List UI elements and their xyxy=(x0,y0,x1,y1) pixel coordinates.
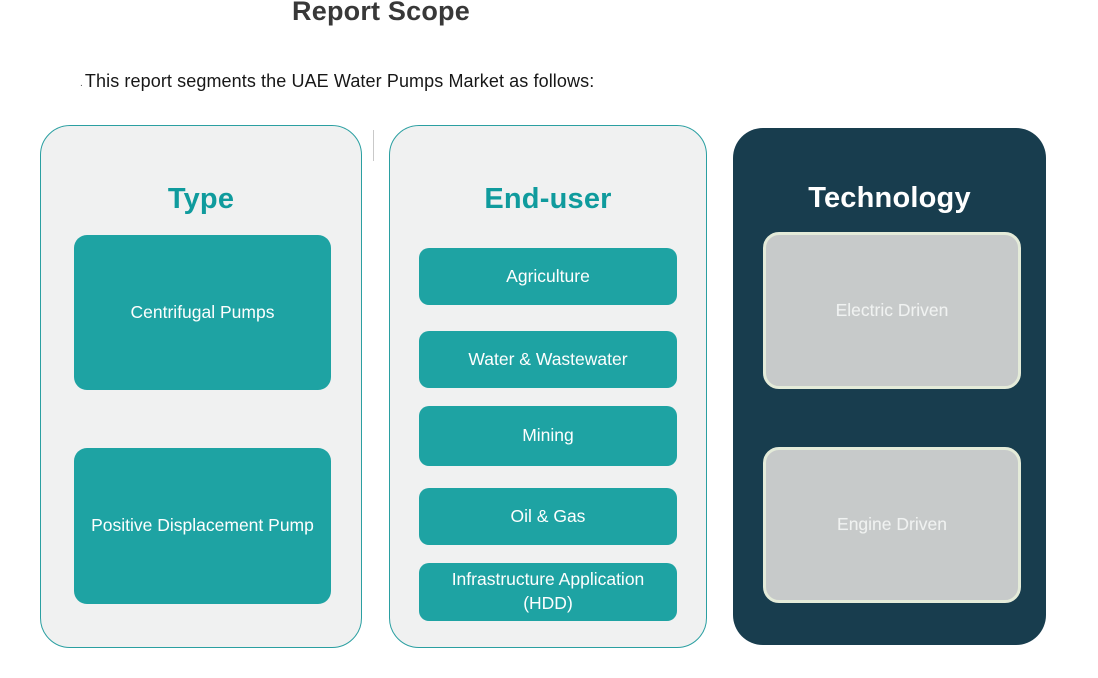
subtitle-bullet-dot: . xyxy=(80,78,83,89)
segment-box-oil-gas: Oil & Gas xyxy=(419,488,677,545)
segment-box-infrastructure-hdd: Infrastructure Application (HDD) xyxy=(419,563,677,621)
panel-end-user-title: End-user xyxy=(484,183,612,215)
panel-technology-title: Technology xyxy=(808,182,971,214)
segment-box-engine-driven: Engine Driven xyxy=(763,447,1021,603)
slide-subtitle: This report segments the UAE Water Pumps… xyxy=(84,71,595,91)
panel-end-user: End-user Agriculture Water & Wastewater … xyxy=(389,125,707,648)
panel-technology: Technology Electric Driven Engine Driven xyxy=(733,128,1046,645)
divider-line xyxy=(373,130,374,161)
panel-type-title: Type xyxy=(167,183,235,215)
segment-box-electric-driven: Electric Driven xyxy=(763,232,1021,389)
segment-box-centrifugal-pumps: Centrifugal Pumps xyxy=(74,235,331,390)
segment-box-mining: Mining xyxy=(419,406,677,466)
slide-subtitle-row: .This report segments the UAE Water Pump… xyxy=(80,71,594,92)
segment-box-agriculture: Agriculture xyxy=(419,248,677,305)
panel-type: Type Centrifugal Pumps Positive Displace… xyxy=(40,125,362,648)
page-title: Report Scope xyxy=(292,0,470,26)
segment-box-positive-displacement-pump: Positive Displacement Pump xyxy=(74,448,331,604)
segment-box-water-wastewater: Water & Wastewater xyxy=(419,331,677,388)
